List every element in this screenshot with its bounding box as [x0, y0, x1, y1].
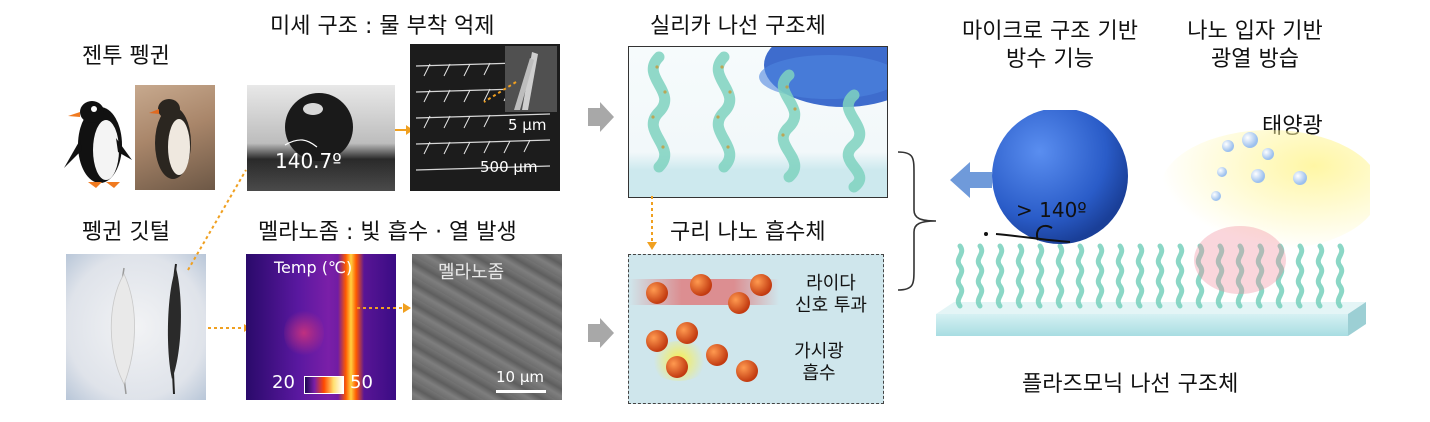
connector-feather-to-thermal [187, 169, 250, 332]
thermal-image: Temp (℃) 20 50 [246, 254, 396, 400]
flow-arrow-top [588, 102, 614, 132]
melanosome-photo: 멜라노좀 10 µm [412, 254, 562, 400]
contact-angle-value: 140.7º [275, 149, 342, 173]
copper-absorber-panel: 라이다 신호 투과 가시광 흡수 [628, 254, 884, 404]
gentoo-penguin-label: 젠투 펭귄 [82, 44, 170, 69]
melanosome-title-label: 멜라노좀 : 빛 흡수 · 열 발생 [258, 220, 517, 245]
temp-title: Temp (℃) [274, 258, 353, 277]
microstructure-label: 미세 구조 : 물 부착 억제 [270, 14, 495, 39]
flow-arrow-bottom [588, 318, 614, 348]
lidar-line1: 라이다 [806, 273, 856, 294]
visible-line2: 흡수 [802, 363, 836, 384]
combine-brace [897, 151, 937, 291]
micro-waterproof-line2: 방수 기능 [1006, 47, 1094, 72]
lidar-line2: 신호 투과 [795, 295, 867, 316]
micro-waterproof-label: 마이크로 구조 기반 방수 기능 [940, 18, 1160, 74]
feather-photo [66, 254, 206, 400]
penguin-feather-label: 펭귄 깃털 [82, 220, 170, 245]
copper-absorber-label: 구리 나노 흡수체 [670, 220, 826, 245]
contact-angle-photo: 140.7º [247, 85, 395, 191]
nano-photothermal-label: 나노 입자 기반 광열 방습 [1160, 18, 1350, 74]
temp-max: 50 [350, 372, 373, 393]
silica-nanospiral-label: 실리카 나선 구조체 [650, 14, 826, 39]
arrow-thermal-to-melanosome [357, 303, 411, 313]
micro-waterproof-line1: 마이크로 구조 기반 [962, 19, 1138, 44]
plasmonic-nanospiral-label: 플라즈모닉 나선 구조체 [1022, 372, 1239, 397]
arrow-contact-to-sem [395, 125, 413, 135]
sem-scale-large: 500 µm [480, 158, 538, 176]
sem-photo: 5 µm 500 µm [410, 44, 560, 191]
sem-inset-pointer [483, 81, 517, 103]
penguin-illustration [64, 101, 132, 188]
melanosome-scalebar [496, 390, 546, 393]
visible-text: 가시광 흡수 [779, 341, 859, 385]
nano-photothermal-line1: 나노 입자 기반 [1187, 19, 1323, 44]
melanosome-photo-label: 멜라노좀 [438, 262, 505, 283]
temp-min: 20 [272, 372, 295, 393]
final-contact-angle: > 140º [1016, 198, 1087, 222]
sem-scale-small: 5 µm [508, 116, 547, 134]
nano-photothermal-line2: 광열 방습 [1211, 47, 1299, 72]
temp-colorbar [304, 376, 344, 394]
visible-line1: 가시광 [794, 341, 844, 362]
penguin-photo [135, 85, 215, 190]
lidar-text: 라이다 신호 투과 [781, 273, 881, 317]
melanosome-scale: 10 µm [496, 368, 545, 386]
connector-spiral-to-absorber [647, 196, 657, 250]
silica-nanospiral-panel [628, 46, 888, 198]
plasmonic-illustration [936, 110, 1370, 336]
